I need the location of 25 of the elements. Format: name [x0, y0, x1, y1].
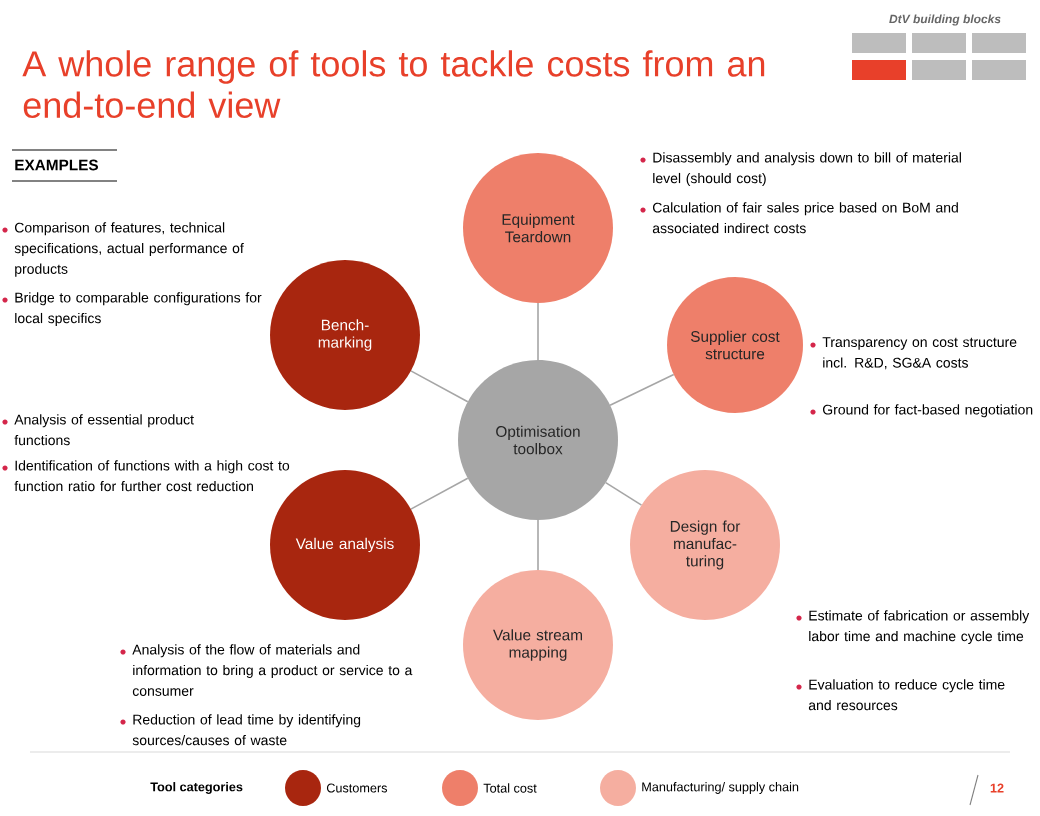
bullet-point: Disassembly and analysis down to bill of material level (should cost) — [640, 152, 961, 186]
section-label: EXAMPLES — [15, 159, 98, 171]
bullet-point: Ground for fact-based negotiation — [810, 404, 1033, 418]
bullet-point: Estimate of fabrication or assembly labor time and machine cycle time — [796, 610, 1030, 644]
bullet-point: Comparison of features, technical specifications, actual performance of products — [2, 222, 244, 277]
connector-line — [537, 302, 539, 361]
bullet-point: Analysis of essential product functions — [2, 414, 194, 446]
bullet-point: Evaluation to reduce cycle time and resources — [796, 679, 1005, 711]
connector-line — [609, 373, 675, 407]
connector-line — [410, 477, 469, 510]
title: A whole range of tools to tackle costs from an end-to-end view — [22, 50, 765, 119]
connector-line — [604, 481, 643, 506]
page-number: 12 — [990, 783, 1004, 793]
legend-label: Total cost — [483, 783, 537, 793]
connector-line — [537, 519, 539, 571]
bullet-point: Calculation of fair sales price based on BoM and associated indirect costs — [640, 202, 958, 234]
bullet-point: Analysis of the flow of materials and information to bring a product or service to a consumer — [120, 644, 413, 696]
heading: DtV building blocks — [889, 14, 1001, 26]
connector-line — [410, 370, 469, 403]
legend-title: Tool categories — [150, 782, 243, 794]
bullet-point: Reduction of lead time by identifying sources/causes of waste — [120, 714, 361, 746]
legend-label: Manufacturing/ supply chain — [642, 782, 799, 794]
bullet-point: Bridge to comparable configurations for local specifics — [2, 292, 262, 326]
legend-label: Customers — [326, 783, 388, 793]
bullet-point: Transparency on cost structure incl. R&D, SG&A costs — [810, 337, 1017, 370]
